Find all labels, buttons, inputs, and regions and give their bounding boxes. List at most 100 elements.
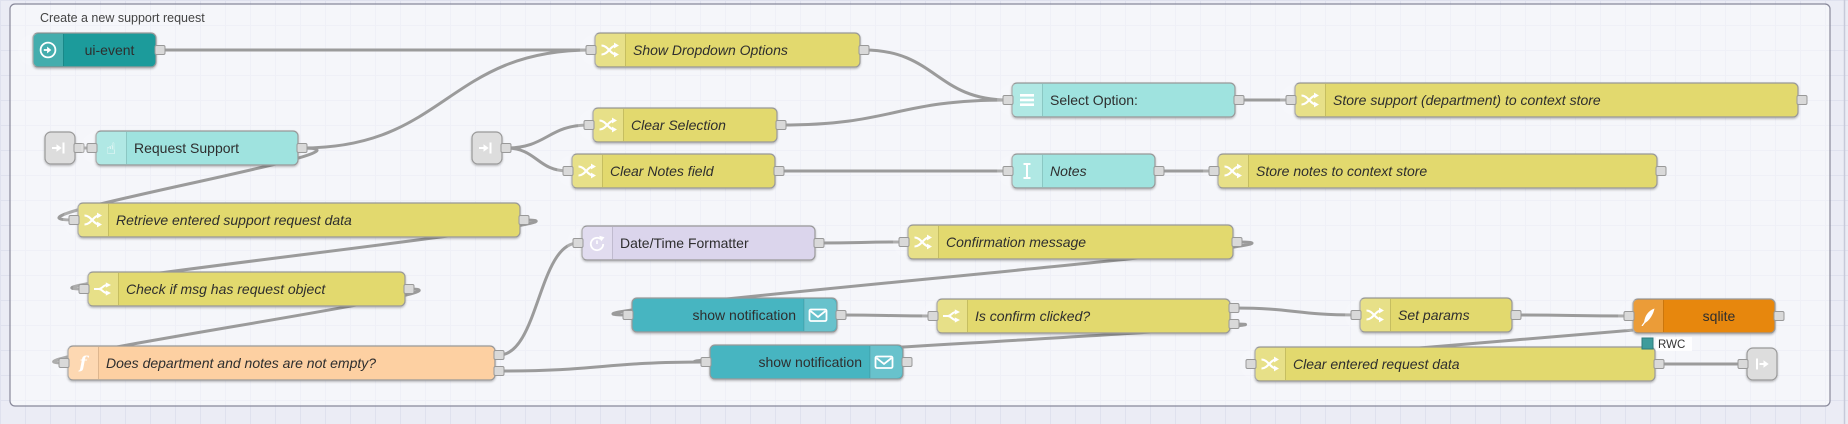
port-output-1[interactable] (493, 350, 505, 360)
port-output-1[interactable] (813, 238, 825, 248)
port-input[interactable] (1623, 311, 1635, 321)
node-label: Notes (1050, 163, 1087, 179)
port-input[interactable] (583, 120, 595, 130)
node-set-params[interactable]: Set params (1345, 297, 1522, 333)
sqlite-status: RWC (1641, 337, 1692, 351)
node-notes[interactable]: Notes (997, 153, 1165, 189)
node-datetime[interactable]: Date/Time Formatter (567, 225, 825, 261)
node-is-confirm[interactable]: Is confirm clicked? (922, 298, 1240, 334)
node-clear-entered[interactable]: Clear entered request data (1240, 346, 1665, 382)
port-input[interactable] (562, 166, 574, 176)
port-output-1[interactable] (858, 45, 870, 55)
port-input[interactable] (1285, 95, 1297, 105)
port-input[interactable] (700, 357, 712, 367)
status-text: RWC (1658, 339, 1685, 351)
port-output-1[interactable] (1233, 95, 1245, 105)
node-show-notif-1[interactable]: show notification (622, 297, 847, 333)
port-input[interactable] (58, 358, 70, 368)
node-label: ui-event (85, 42, 135, 58)
status-text-bg (1656, 337, 1692, 351)
node-clear-notes[interactable]: Clear Notes field (557, 153, 785, 189)
port-output-1[interactable] (500, 143, 512, 153)
wire-show-dropdown-to-select-option[interactable] (862, 48, 1010, 102)
port-output-1[interactable] (1653, 359, 1665, 369)
port-output-2[interactable] (493, 366, 505, 376)
port-input[interactable] (78, 284, 90, 294)
node-label: Clear Selection (631, 117, 726, 133)
port-output-1[interactable] (1773, 311, 1785, 321)
port-input[interactable] (1737, 359, 1749, 369)
port-output-1[interactable] (518, 215, 530, 225)
port-input[interactable] (927, 311, 939, 321)
node-link-in-2[interactable] (471, 131, 512, 165)
wire-check-empty-to-datetime[interactable] (497, 241, 580, 357)
node-label: Date/Time Formatter (620, 235, 749, 251)
port-output-1[interactable] (296, 143, 308, 153)
wire-datetime-to-confirm-msg[interactable] (817, 240, 906, 245)
port-output-1[interactable] (1655, 166, 1667, 176)
port-input[interactable] (1002, 95, 1014, 105)
node-check-empty[interactable]: Does department and notes are not empty? (53, 345, 505, 381)
node-select-option[interactable]: Select Option: (997, 82, 1245, 118)
port-input[interactable] (1350, 310, 1362, 320)
port-output-1[interactable] (901, 357, 913, 367)
icon-region (1240, 348, 1285, 380)
port-input[interactable] (898, 237, 910, 247)
node-label: Store support (department) to context st… (1333, 92, 1601, 108)
wire-check-empty-to-show-notif-2[interactable] (497, 360, 708, 373)
node-link-in-1[interactable] (44, 131, 85, 165)
node-label: Check if msg has request object (126, 281, 326, 297)
node-label: Clear Notes field (610, 163, 715, 179)
port-output-1[interactable] (835, 310, 847, 320)
wire-request-support-to-retrieve[interactable] (57, 146, 319, 222)
node-label: Select Option: (1050, 92, 1138, 108)
node-label: Request Support (134, 140, 239, 156)
icon-region (567, 227, 612, 259)
port-output-1[interactable] (1228, 303, 1240, 313)
icon-region (1618, 300, 1663, 332)
port-output-1[interactable] (1510, 310, 1522, 320)
port-output-1[interactable] (773, 166, 785, 176)
port-input[interactable] (1245, 359, 1257, 369)
wire-clear-selection-to-select-option[interactable] (779, 98, 1010, 127)
port-output-1[interactable] (1153, 166, 1165, 176)
icon-region (53, 347, 98, 379)
node-check-request[interactable]: Check if msg has request object (73, 271, 415, 307)
port-input[interactable] (622, 310, 634, 320)
status-dot (1641, 337, 1654, 350)
node-label: Show Dropdown Options (633, 42, 788, 58)
port-output-1[interactable] (403, 284, 415, 294)
wire-is-confirm-to-set-params[interactable] (1232, 306, 1358, 317)
node-ui-event[interactable]: ui-event (18, 32, 166, 68)
node-label: Clear entered request data (1293, 356, 1460, 372)
node-show-dropdown[interactable]: Show Dropdown Options (580, 32, 870, 68)
port-input[interactable] (572, 238, 584, 248)
node-request-support[interactable]: Request Support (81, 130, 308, 166)
node-confirm-msg[interactable]: Confirmation message (893, 224, 1243, 260)
node-sqlite[interactable]: sqlite (1618, 298, 1785, 334)
port-output-1[interactable] (1231, 237, 1243, 247)
port-output-1[interactable] (775, 120, 787, 130)
wire-link-in-2-to-clear-selection[interactable] (504, 123, 591, 150)
wire-show-notif-1-to-is-confirm[interactable] (839, 313, 935, 318)
port-output-1[interactable] (154, 45, 166, 55)
node-store-support[interactable]: Store support (department) to context st… (1280, 82, 1808, 118)
wire-link-in-2-to-clear-notes[interactable] (504, 146, 570, 173)
node-store-notes[interactable]: Store notes to context store (1203, 153, 1667, 189)
port-input[interactable] (1208, 166, 1220, 176)
i-menu-icon (1020, 94, 1034, 106)
port-output-2[interactable] (1228, 319, 1240, 329)
node-clear-selection[interactable]: Clear Selection (578, 107, 787, 143)
port-output-1[interactable] (73, 143, 85, 153)
node-link-out-1[interactable] (1737, 347, 1778, 381)
port-output-1[interactable] (1796, 95, 1808, 105)
wire-set-params-to-sqlite[interactable] (1514, 313, 1631, 318)
port-input[interactable] (86, 143, 98, 153)
port-input[interactable] (585, 45, 597, 55)
port-input[interactable] (1002, 166, 1014, 176)
wire-request-support-to-show-dropdown[interactable] (300, 48, 593, 150)
port-input[interactable] (68, 215, 80, 225)
node-show-notif-2[interactable]: show notification (700, 344, 913, 380)
node-retrieve[interactable]: Retrieve entered support request data (63, 202, 530, 238)
